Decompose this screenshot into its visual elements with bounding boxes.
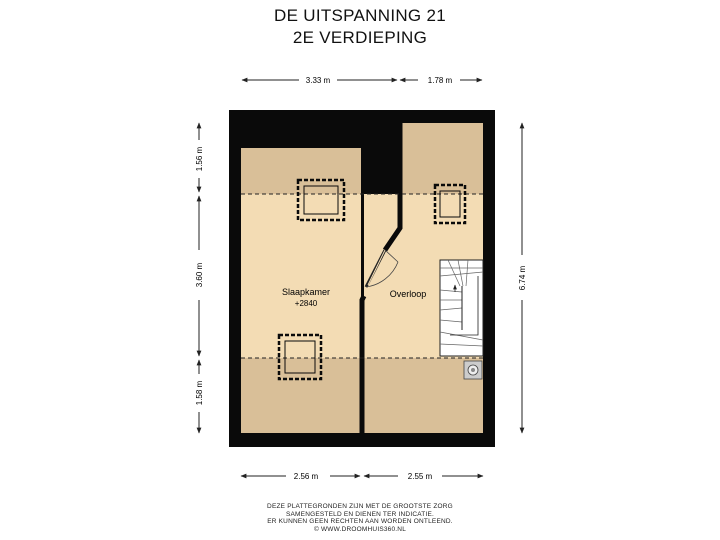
room-label-landing: Overloop: [390, 289, 427, 299]
disclaimer: DEZE PLATTEGRONDEN ZIJN MET DE GROOTSTE …: [0, 503, 720, 533]
floor-areas: [241, 123, 483, 433]
plan-title: DE UITSPANNING 21: [274, 6, 446, 25]
dimension-label: 3.60 m: [195, 262, 204, 287]
dimension-label: 1.78 m: [428, 76, 453, 85]
dimension-label: 6.74 m: [518, 265, 527, 290]
disclaimer-line: DEZE PLATTEGRONDEN ZIJN MET DE GROOTSTE …: [267, 503, 453, 510]
ceiling-height-lines: [241, 193, 483, 359]
partition-wall: [382, 123, 403, 252]
dimension-label: 1.56 m: [195, 146, 204, 171]
skylight-inner: [284, 185, 461, 374]
disclaimer-line: ER KUNNEN GEEN RECHTEN AAN WORDEN ONTLEE…: [267, 518, 453, 526]
room-ceiling-height: +2840: [295, 299, 318, 308]
partition-wall-lower: [359, 294, 367, 433]
dimension-label: 2.55 m: [408, 472, 433, 481]
room-label-bedroom: Slaapkamer: [282, 287, 330, 297]
dimension-label: 3.33 m: [306, 76, 331, 85]
stairs-icon: [439, 259, 484, 357]
skylight-icon: [277, 178, 467, 381]
boiler-icon: [463, 360, 483, 380]
website-link[interactable]: © WWW.DROOMHUIS360.NL: [313, 525, 407, 533]
disclaimer-line: SAMENGESTELD EN DIENEN TER INDICATIE.: [285, 510, 435, 518]
floor-name: 2E VERDIEPING: [292, 28, 428, 47]
dimension-label: 2.56 m: [294, 472, 319, 481]
door-swing-icon: [364, 249, 399, 288]
dimension-label: 1.58 m: [195, 380, 204, 405]
